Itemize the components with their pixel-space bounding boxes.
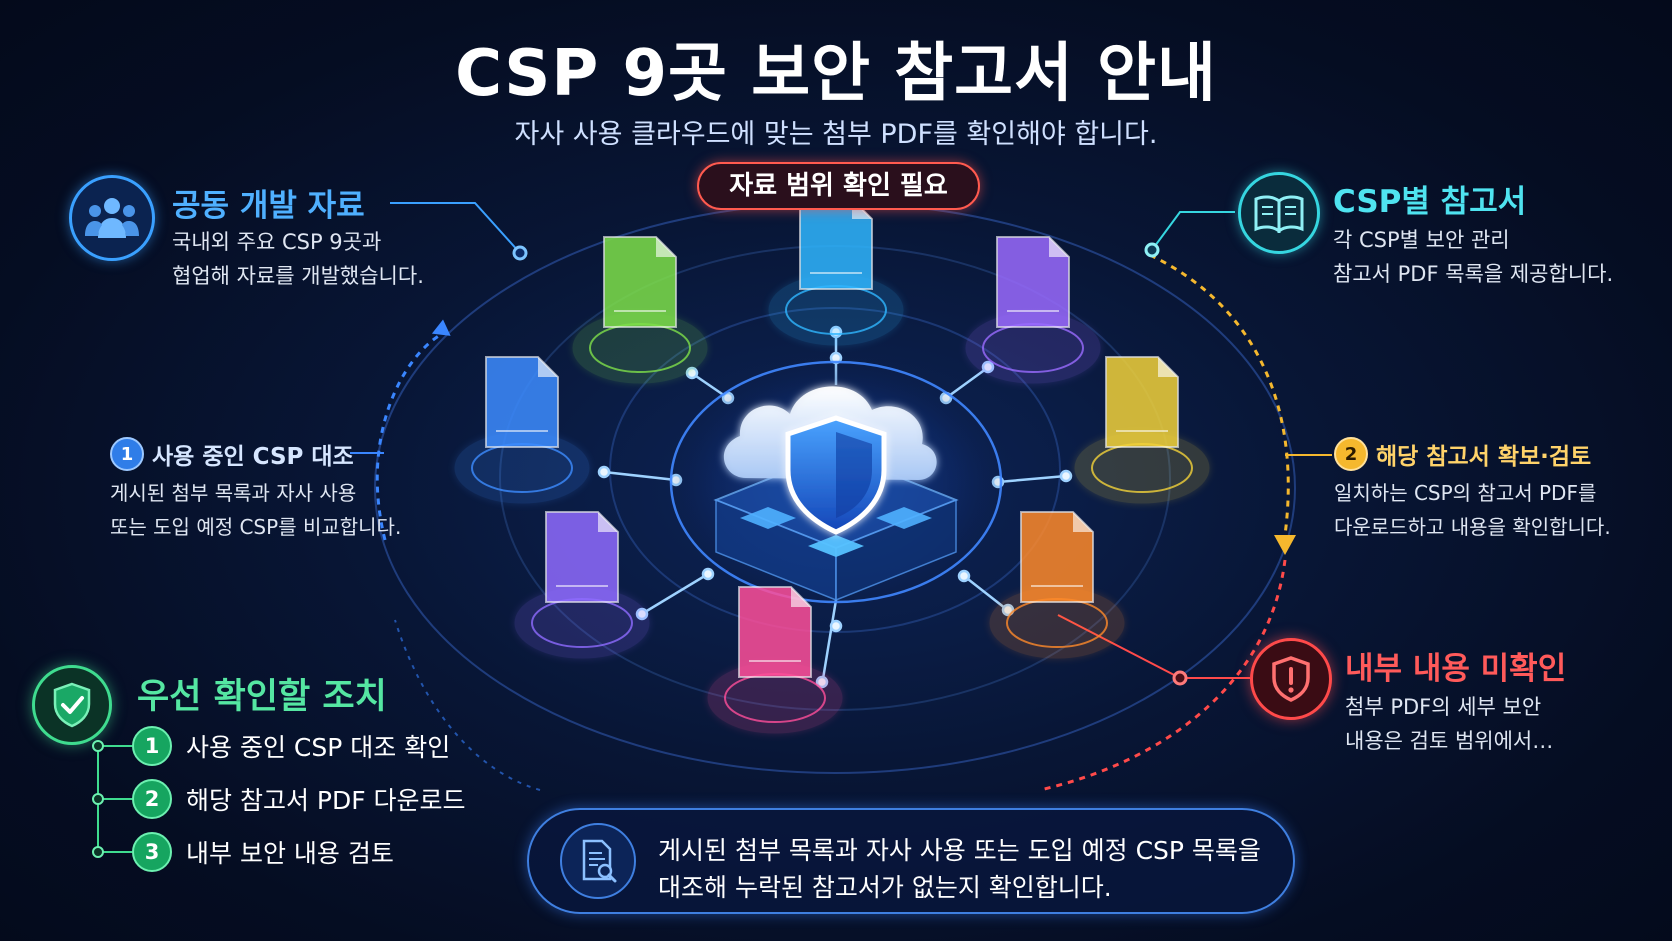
leader-reference xyxy=(1151,211,1235,251)
priority-item-1-number: 1 xyxy=(132,726,172,766)
flow-arrow-left xyxy=(431,319,451,336)
step2-text-1: 일치하는 CSP의 참고서 PDF를 xyxy=(1334,481,1597,505)
step1-text-2: 또는 도입 예정 CSP를 비교합니다. xyxy=(110,515,402,539)
reference-title: CSP별 참고서 xyxy=(1333,184,1527,220)
flow-arrow-right xyxy=(1274,535,1296,555)
priority-title: 우선 확인할 조치 xyxy=(137,677,387,717)
step2-title: 2 해당 참고서 확보·검토 xyxy=(1334,437,1591,471)
internal-text-1: 첨부 PDF의 세부 보안 xyxy=(1345,695,1542,719)
bottom-note-line-1: 게시된 첨부 목록과 자사 사용 또는 도입 예정 CSP 목록을 xyxy=(658,836,1261,865)
leader-joint xyxy=(390,202,521,254)
group-icon xyxy=(69,175,155,261)
doc-left xyxy=(454,356,590,504)
shield-shape xyxy=(785,415,887,535)
joint-text-2: 협업해 자료를 개발했습니다. xyxy=(172,264,424,288)
priority-item-3: 3 내부 보안 내용 검토 xyxy=(132,832,394,872)
flow-arc-left xyxy=(375,333,441,541)
bottom-note xyxy=(527,808,1295,914)
reference-text-1: 각 CSP별 보안 관리 xyxy=(1333,228,1510,252)
step2-number: 2 xyxy=(1334,437,1368,471)
document-search-icon xyxy=(560,823,636,899)
doc-top xyxy=(768,198,904,346)
doc-right xyxy=(1074,356,1210,504)
bottom-note-line-2: 대조해 누락된 참고서가 없는지 확인합니다. xyxy=(658,873,1112,902)
step1-text-1: 게시된 첨부 목록과 자사 사용 xyxy=(110,481,357,505)
step1-title: 1 사용 중인 CSP 대조 xyxy=(110,437,354,471)
doc-lower-right xyxy=(989,511,1125,659)
internal-title: 내부 내용 미확인 xyxy=(1345,651,1567,687)
page-title: CSP 9곳 보안 참고서 안내 xyxy=(455,37,1217,111)
flow-arc-bottom-left xyxy=(394,619,541,791)
priority-item-2-label: 해당 참고서 PDF 다운로드 xyxy=(186,786,466,815)
scope-badge: 자료 범위 확인 필요 xyxy=(697,162,980,210)
doc-lower-left xyxy=(514,511,650,659)
reference-text-2: 참고서 PDF 목록을 제공합니다. xyxy=(1333,262,1614,286)
priority-connector xyxy=(92,740,132,858)
step1-label: 사용 중인 CSP 대조 xyxy=(152,444,354,470)
bottom-note-text: 게시된 첨부 목록과 자사 사용 또는 도입 예정 CSP 목록을 대조해 누락… xyxy=(658,832,1261,906)
step2-label: 해당 참고서 확보·검토 xyxy=(1376,444,1592,470)
priority-item-2: 2 해당 참고서 PDF 다운로드 xyxy=(132,779,466,819)
joint-text-1: 국내외 주요 CSP 9곳과 xyxy=(172,230,382,254)
joint-title: 공동 개발 자료 xyxy=(172,188,365,224)
internal-text-2: 내용은 검토 범위에서… xyxy=(1345,729,1554,753)
flow-arc-right xyxy=(1149,253,1290,536)
priority-item-1-label: 사용 중인 CSP 대조 확인 xyxy=(186,733,451,762)
book-icon xyxy=(1238,172,1320,254)
doc-upper-left xyxy=(572,236,708,384)
document-nodes xyxy=(454,198,1210,734)
doc-bottom xyxy=(707,586,843,734)
step2-text-2: 다운로드하고 내용을 확인합니다. xyxy=(1334,515,1611,539)
step1-number: 1 xyxy=(110,437,144,471)
flow-arc-bottom-right xyxy=(1039,559,1287,792)
priority-item-3-label: 내부 보안 내용 검토 xyxy=(186,839,394,868)
page-subtitle: 자사 사용 클라우드에 맞는 첨부 PDF를 확인해야 합니다. xyxy=(514,119,1158,150)
shield-alert-icon xyxy=(1250,638,1332,720)
hub-ring xyxy=(669,360,1003,604)
priority-item-3-number: 3 xyxy=(132,832,172,872)
shield-check-icon xyxy=(32,665,112,745)
priority-item-1: 1 사용 중인 CSP 대조 확인 xyxy=(132,726,450,766)
priority-item-2-number: 2 xyxy=(132,779,172,819)
doc-upper-right xyxy=(965,236,1101,384)
